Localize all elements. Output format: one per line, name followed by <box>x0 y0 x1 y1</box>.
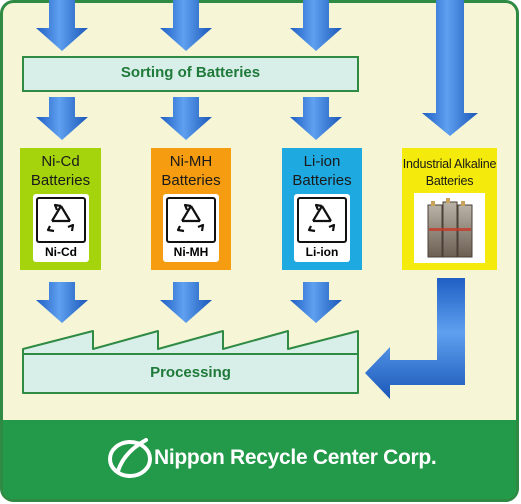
process-arrow-1 <box>36 282 88 323</box>
category-label-ni-cd-line2: Batteries <box>30 172 91 189</box>
process-arrows <box>36 282 342 323</box>
processing-label: Processing <box>150 364 231 381</box>
category-label-ni-cd-line1: Ni-Cd <box>41 153 80 170</box>
category-label-li-ion-line2: Batteries <box>292 172 352 189</box>
recycle-icon <box>307 203 336 233</box>
category-label-ni-mh: Ni-MH Batteries <box>151 152 231 190</box>
input-arrow-1 <box>36 0 88 51</box>
recycle-icon <box>46 203 75 233</box>
input-arrows <box>36 0 478 136</box>
sort-arrow-2 <box>160 97 212 140</box>
sorting-bar <box>22 56 359 92</box>
category-label-industrial-line2: Batteries <box>425 174 474 188</box>
sort-arrows <box>36 97 342 140</box>
badge-label-ni-cd: Ni-Cd <box>45 245 77 259</box>
category-label-industrial: Industrial Alkaline Batteries <box>402 156 497 190</box>
sort-arrow-1 <box>36 97 88 140</box>
category-label-ni-cd: Ni-Cd Batteries <box>20 152 101 190</box>
battery-photo <box>414 193 485 263</box>
category-label-ni-mh-line2: Batteries <box>161 172 221 189</box>
badge-label-ni-mh: Ni-MH <box>173 245 209 259</box>
sort-arrow-3 <box>290 97 342 140</box>
category-label-ni-mh-line1: Ni-MH <box>169 153 213 170</box>
badge-label-li-ion: Li-ion <box>305 245 339 259</box>
recycle-icon <box>176 203 205 233</box>
recycle-badge-ni-cd <box>33 194 89 262</box>
processing-machine <box>22 330 359 394</box>
category-label-industrial-line1: Industrial Alkaline <box>402 157 497 171</box>
nippon-logo-icon <box>108 438 152 478</box>
category-label-li-ion-line1: Li-ion <box>303 153 341 170</box>
process-arrow-3 <box>290 282 342 323</box>
company-name: Nippon Recycle Center Corp. <box>154 446 437 469</box>
input-arrow-2 <box>160 0 212 51</box>
process-arrow-2 <box>160 282 212 323</box>
recycle-badge-ni-mh <box>163 194 219 262</box>
footer-band <box>3 420 516 499</box>
input-arrow-3 <box>290 0 342 51</box>
recycle-badge-li-ion <box>294 194 350 262</box>
input-arrow-industrial <box>422 0 478 136</box>
industrial-return-arrow <box>365 278 465 399</box>
sorting-bar-label: Sorting of Batteries <box>120 64 261 81</box>
category-label-li-ion: Li-ion Batteries <box>282 152 362 190</box>
